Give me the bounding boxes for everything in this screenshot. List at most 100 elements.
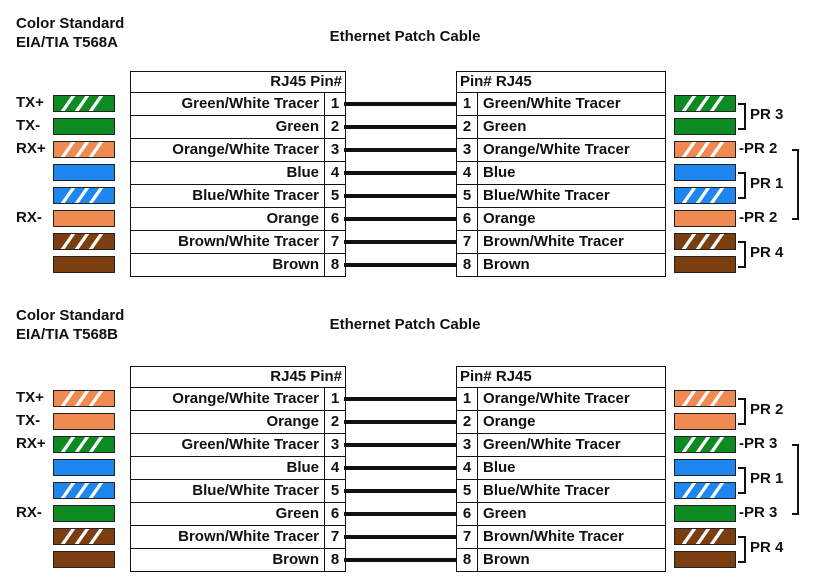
white-tracer-stripe <box>681 234 697 249</box>
left-color-swatch <box>53 141 115 158</box>
white-tracer-stripe <box>74 483 90 498</box>
white-tracer-stripe <box>695 234 711 249</box>
left-color-swatch <box>53 528 115 545</box>
wire-color-name: Green <box>483 505 527 522</box>
white-tracer-stripe <box>74 234 90 249</box>
cable-wire <box>344 263 456 267</box>
standard-name: EIA/TIA T568B <box>16 326 118 343</box>
pair-label: PR 4 <box>750 243 784 261</box>
pin-number: 2 <box>457 411 478 433</box>
wire-color-name: Brown/White Tracer <box>483 233 624 250</box>
white-tracer-stripe <box>681 529 697 544</box>
white-tracer-stripe <box>681 437 697 452</box>
pin-number: 7 <box>457 231 478 253</box>
right-color-swatch <box>674 210 736 227</box>
white-tracer-stripe <box>60 142 76 157</box>
left-color-swatch <box>53 233 115 250</box>
white-tracer-stripe <box>60 234 76 249</box>
left-color-swatch <box>53 256 115 273</box>
cable-wire <box>344 102 456 106</box>
left-color-swatch <box>53 551 115 568</box>
pin-number: 3 <box>457 139 478 161</box>
cable-wire <box>344 217 456 221</box>
left-color-swatch <box>53 505 115 522</box>
white-tracer-stripe <box>709 234 725 249</box>
pin-number: 6 <box>457 503 478 525</box>
cable-wire <box>344 148 456 152</box>
white-tracer-stripe <box>74 96 90 111</box>
white-tracer-stripe <box>695 142 711 157</box>
white-tracer-stripe <box>88 529 104 544</box>
right-color-swatch <box>674 551 736 568</box>
white-tracer-stripe <box>695 391 711 406</box>
pin-number: 2 <box>324 116 345 138</box>
wire-color-name: Blue <box>483 164 516 181</box>
white-tracer-stripe <box>88 483 104 498</box>
left-color-swatch <box>53 187 115 204</box>
white-tracer-stripe <box>88 234 104 249</box>
standard-name: EIA/TIA T568A <box>16 34 118 51</box>
pin-number: 1 <box>457 93 478 115</box>
pair-label: PR 4 <box>750 538 784 556</box>
pair-connector <box>792 218 798 220</box>
white-tracer-stripe <box>695 437 711 452</box>
pair-bracket <box>738 103 746 130</box>
wire-color-name: Blue/White Tracer <box>483 187 610 204</box>
wire-color-name: Orange <box>266 413 319 430</box>
cable-wire <box>344 397 456 401</box>
white-tracer-stripe <box>60 437 76 452</box>
right-color-swatch <box>674 95 736 112</box>
white-tracer-stripe <box>709 529 725 544</box>
right-color-swatch <box>674 141 736 158</box>
signal-label: RX+ <box>16 140 46 157</box>
pin-number: 5 <box>457 185 478 207</box>
white-tracer-stripe <box>88 437 104 452</box>
pair-label: PR 2 <box>750 400 784 418</box>
right-color-swatch <box>674 118 736 135</box>
pair-bracket <box>738 536 746 563</box>
right-table-header: Pin# RJ45 <box>457 367 665 388</box>
cable-wire <box>344 512 456 516</box>
pin-number: 5 <box>324 185 345 207</box>
wire-color-name: Orange/White Tracer <box>483 141 630 158</box>
pin-number: 1 <box>457 388 478 410</box>
cable-wire <box>344 443 456 447</box>
left-table-header: RJ45 Pin# <box>131 367 345 388</box>
wire-color-name: Orange/White Tracer <box>172 390 319 407</box>
diagram-title: Ethernet Patch Cable <box>329 316 481 333</box>
table-row: 5 Blue/White Tracer <box>457 185 665 208</box>
left-color-swatch <box>53 436 115 453</box>
pair-label-text: PR 2 <box>744 140 778 157</box>
white-tracer-stripe <box>60 188 76 203</box>
wire-color-name: Green <box>275 505 319 522</box>
wire-color-name: Orange <box>266 210 319 227</box>
signal-label: RX- <box>16 209 42 226</box>
white-tracer-stripe <box>709 188 725 203</box>
pair-bracket <box>738 398 746 425</box>
left-color-swatch <box>53 164 115 181</box>
white-tracer-stripe <box>681 391 697 406</box>
white-tracer-stripe <box>695 96 711 111</box>
right-table-header: Pin# RJ45 <box>457 72 665 93</box>
wire-color-name: Brown <box>483 551 530 568</box>
pair-connector <box>792 444 798 446</box>
right-color-swatch <box>674 436 736 453</box>
pair-label-text: PR 2 <box>744 209 778 226</box>
white-tracer-stripe <box>681 96 697 111</box>
